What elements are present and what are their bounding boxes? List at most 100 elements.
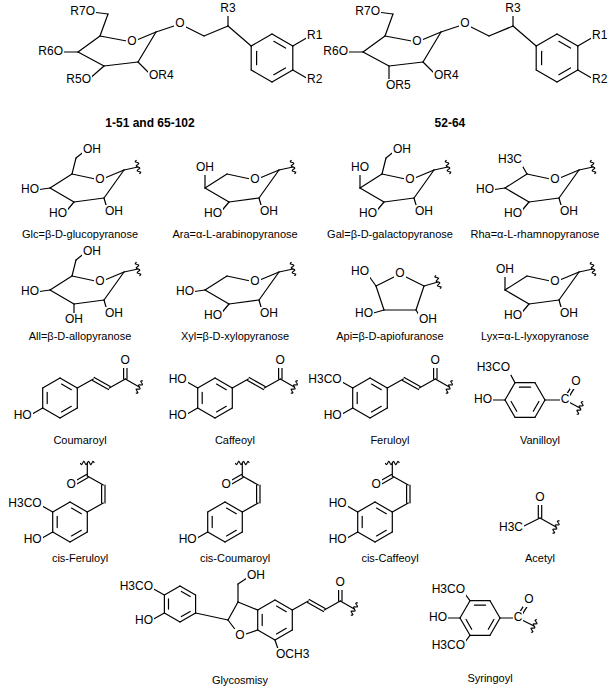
bond-line bbox=[237, 584, 238, 602]
bond-line bbox=[229, 198, 259, 202]
bond-line bbox=[357, 512, 358, 532]
bond-line bbox=[212, 516, 213, 527]
bond-line bbox=[505, 383, 515, 400]
atom-label: O bbox=[534, 491, 545, 504]
bond-line bbox=[352, 388, 353, 408]
bond-line bbox=[403, 381, 419, 390]
bond-line bbox=[258, 630, 275, 640]
bond-line bbox=[277, 606, 287, 612]
bond-line bbox=[577, 46, 578, 70]
bond-line bbox=[259, 272, 279, 300]
atom-label: H3CO bbox=[307, 373, 342, 386]
attachment-bond bbox=[290, 262, 295, 276]
atom-label: OH bbox=[82, 245, 102, 258]
atom-label: O bbox=[94, 173, 105, 186]
bond-line bbox=[474, 605, 485, 606]
bond-line bbox=[529, 300, 559, 304]
atom-label: R6O bbox=[322, 45, 349, 58]
attachment-bond bbox=[435, 275, 441, 288]
bond-line bbox=[47, 392, 48, 403]
bond-line bbox=[376, 286, 384, 310]
atom-label: HO bbox=[13, 409, 33, 422]
atom-label: O bbox=[459, 17, 470, 30]
bond-line bbox=[541, 51, 542, 64]
bond-line bbox=[533, 402, 539, 412]
bond-line bbox=[423, 32, 441, 62]
bond-line bbox=[536, 70, 557, 82]
bond-line bbox=[60, 408, 77, 418]
atom-label: HO bbox=[323, 409, 343, 422]
structure-name: Gal=β-D-galactopyranose bbox=[326, 228, 454, 240]
attachment-bond bbox=[446, 381, 453, 393]
bond-line bbox=[385, 14, 393, 36]
bond-line bbox=[50, 174, 72, 188]
bond-line bbox=[198, 408, 215, 418]
atom-label: HO bbox=[178, 533, 198, 546]
attachment-bond bbox=[590, 160, 595, 174]
bond-line bbox=[292, 46, 293, 70]
bond-line bbox=[275, 600, 292, 610]
bond-line bbox=[490, 601, 500, 618]
bond-line bbox=[272, 70, 293, 82]
atom-label: HO bbox=[168, 373, 188, 386]
bond-line bbox=[279, 269, 293, 272]
bond-line bbox=[257, 610, 258, 630]
bond-line bbox=[375, 532, 392, 542]
atom-label: O bbox=[404, 173, 415, 186]
atom-label: HO bbox=[354, 307, 374, 320]
atom-label: HO bbox=[350, 265, 370, 278]
bond-line bbox=[242, 463, 243, 476]
bond-line bbox=[505, 276, 527, 290]
structure-name: Rha=α-L-rhamnopyranose bbox=[470, 228, 601, 240]
bond-line bbox=[52, 512, 53, 532]
bond-line bbox=[360, 188, 384, 202]
bond-line bbox=[124, 167, 138, 170]
bond-line bbox=[198, 378, 215, 388]
atom-label: O bbox=[411, 35, 422, 48]
bond-line bbox=[232, 379, 248, 388]
atom-label: O bbox=[430, 354, 441, 367]
bond-line bbox=[164, 595, 165, 613]
atom-label: OH bbox=[82, 143, 102, 156]
compound-range: 1-51 and 65-102 bbox=[104, 117, 195, 130]
atom-label: HO bbox=[350, 161, 370, 174]
bond-line bbox=[340, 601, 354, 609]
atom-label: O bbox=[120, 354, 131, 367]
bond-line bbox=[540, 518, 556, 527]
atom-label: O bbox=[549, 173, 560, 186]
bond-line bbox=[358, 502, 375, 512]
bond-line bbox=[489, 26, 513, 36]
atom-label: C bbox=[513, 611, 524, 624]
bond-line bbox=[382, 158, 386, 174]
structure-name: Coumaroyl bbox=[52, 434, 107, 446]
compound-range: 52-64 bbox=[434, 117, 467, 130]
bond-line bbox=[77, 379, 93, 388]
attachment-bond bbox=[136, 381, 143, 393]
bond-line bbox=[181, 612, 190, 617]
bond-line bbox=[505, 400, 515, 417]
atom-label: O bbox=[234, 629, 245, 642]
bond-line bbox=[242, 503, 258, 512]
structure-name: Vanilloyl bbox=[519, 434, 561, 446]
bond-line bbox=[535, 400, 545, 417]
bond-line bbox=[50, 188, 74, 202]
atom-label: O bbox=[570, 375, 581, 388]
bond-line bbox=[124, 269, 138, 272]
bond-line bbox=[197, 388, 198, 408]
bond-line bbox=[277, 628, 287, 634]
bond-line bbox=[217, 384, 227, 390]
bond-line bbox=[280, 379, 294, 387]
atom-label: OH bbox=[259, 205, 279, 218]
bond-line bbox=[50, 290, 74, 304]
bond-line bbox=[389, 62, 423, 66]
structure-name: Glc=β-D-glucopyranose bbox=[21, 228, 139, 240]
bond-line bbox=[227, 508, 237, 514]
bond-line bbox=[557, 70, 578, 82]
bond-line bbox=[559, 170, 579, 198]
bond-line bbox=[519, 387, 530, 388]
atom-label: HO bbox=[168, 409, 188, 422]
atom-label: HO bbox=[503, 309, 523, 322]
bond-line bbox=[324, 601, 340, 610]
bond-line bbox=[377, 530, 387, 536]
bond-line bbox=[360, 174, 382, 188]
